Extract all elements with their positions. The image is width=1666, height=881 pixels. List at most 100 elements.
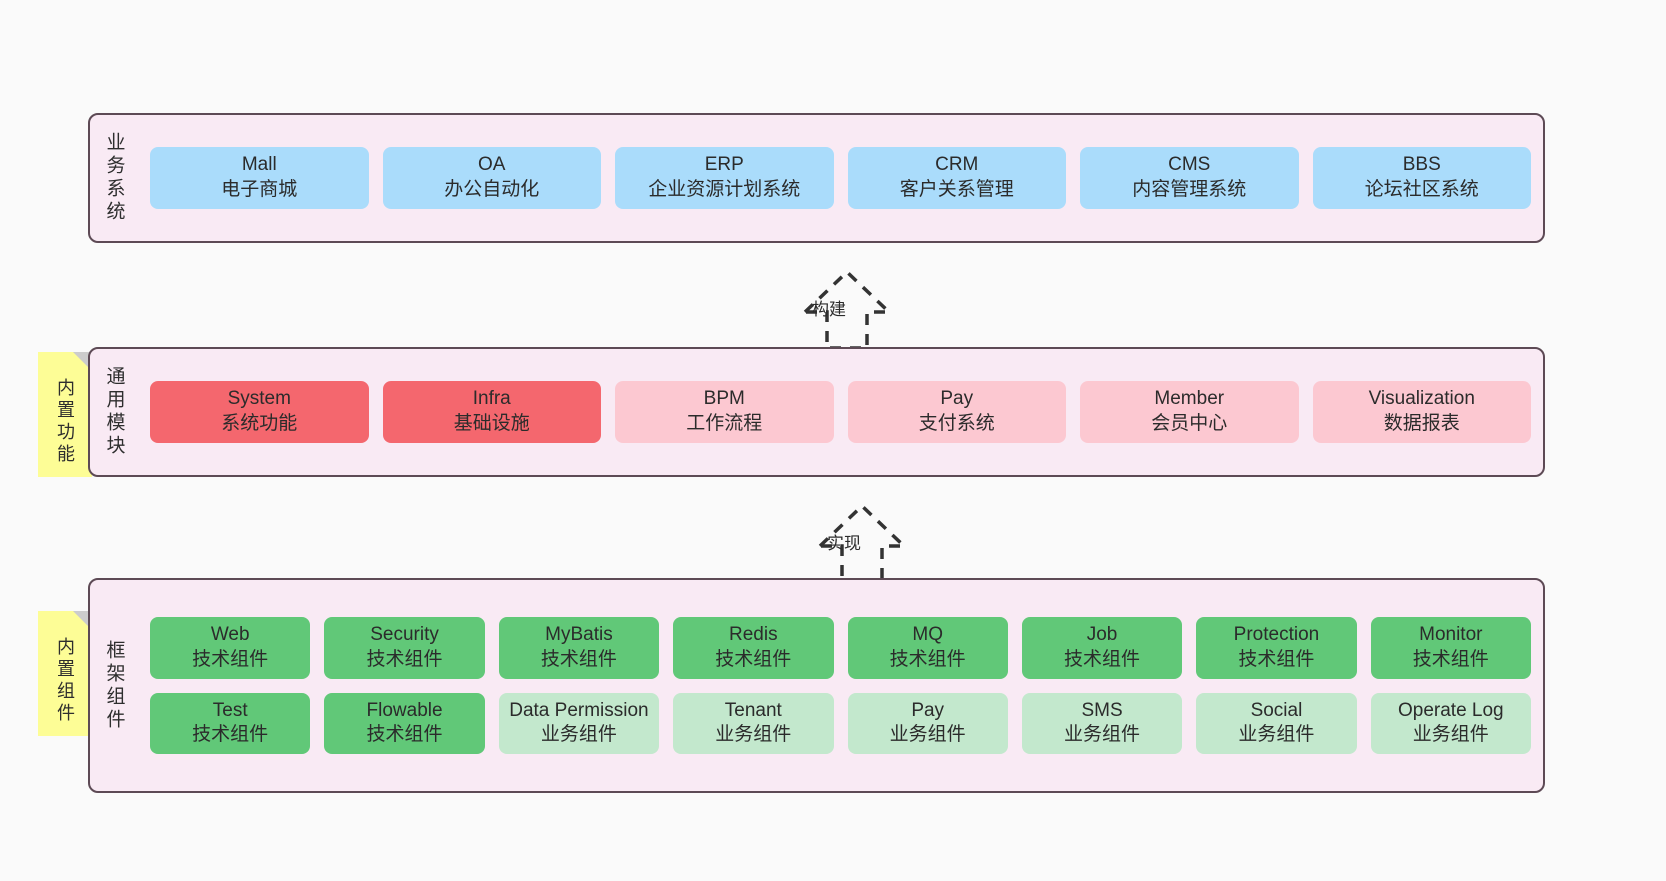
card-infra-cn: 基础设施: [453, 413, 530, 434]
card-tenant[interactable]: Tenant 业务组件: [673, 692, 834, 754]
card-job-cn: 技术组件: [1064, 648, 1141, 670]
layer-body-business-system: Mall 电子商城 OA 办公自动化 ERP 企业资源计划系统 CRM 客户关系…: [138, 115, 1543, 241]
note-builtin-component-label: 内置组件: [55, 636, 75, 725]
card-bpm-en: BPM: [703, 388, 745, 410]
card-test[interactable]: Test 技术组件: [150, 692, 311, 754]
card-member-cn: 会员中心: [1151, 413, 1228, 434]
card-erp[interactable]: ERP 企业资源计划系统: [615, 147, 834, 209]
card-protection-cn: 技术组件: [1238, 648, 1315, 670]
card-visualization-cn: 数据报表: [1383, 413, 1460, 434]
card-social[interactable]: Social 业务组件: [1196, 692, 1357, 754]
card-visualization[interactable]: Visualization 数据报表: [1312, 381, 1531, 443]
connector-implement-arrow: [815, 503, 909, 584]
card-web-en: Web: [210, 624, 250, 646]
card-mq-cn: 技术组件: [889, 648, 966, 670]
card-monitor[interactable]: Monitor 技术组件: [1370, 617, 1531, 679]
card-social-cn: 业务组件: [1238, 724, 1315, 746]
layer-body-framework-component: Web 技术组件 Security 技术组件 MyBatis 技术组件 Redi…: [138, 580, 1543, 791]
card-pay-component-cn: 业务组件: [889, 724, 966, 746]
card-protection[interactable]: Protection 技术组件: [1196, 617, 1357, 679]
card-member-en: Member: [1154, 388, 1225, 410]
card-sms[interactable]: SMS 业务组件: [1021, 692, 1183, 754]
card-web[interactable]: Web 技术组件: [150, 617, 311, 679]
card-cms-en: CMS: [1168, 154, 1211, 176]
connector-implement-label: 实现: [827, 534, 861, 553]
card-flowable[interactable]: Flowable 技术组件: [324, 692, 485, 754]
card-data-permission-cn: 业务组件: [540, 724, 617, 746]
card-monitor-cn: 技术组件: [1412, 648, 1489, 670]
card-system-cn: 系统功能: [221, 413, 298, 434]
card-oa-en: OA: [478, 154, 506, 176]
card-mq[interactable]: MQ 技术组件: [847, 617, 1008, 679]
card-bpm[interactable]: BPM 工作流程: [615, 381, 834, 443]
card-sms-cn: 业务组件: [1064, 724, 1141, 746]
card-web-cn: 技术组件: [192, 648, 269, 670]
card-pay-component[interactable]: Pay 业务组件: [847, 692, 1008, 754]
card-oa[interactable]: OA 办公自动化: [382, 147, 601, 209]
note-builtin-function: 内置功能: [38, 352, 92, 477]
card-data-permission-en: Data Permission: [509, 699, 649, 721]
card-mall[interactable]: Mall 电子商城: [150, 147, 369, 209]
card-pay-module-cn: 支付系统: [918, 413, 995, 434]
note-builtin-component: 内置组件: [38, 611, 92, 736]
card-system-en: System: [227, 388, 291, 410]
card-erp-en: ERP: [704, 154, 744, 176]
card-crm-en: CRM: [935, 154, 979, 176]
card-job[interactable]: Job 技术组件: [1021, 617, 1183, 679]
card-cms[interactable]: CMS 内容管理系统: [1080, 147, 1299, 209]
card-test-cn: 技术组件: [192, 724, 269, 746]
row-business-components: Test 技术组件 Flowable 技术组件 Data Permission …: [150, 692, 1531, 754]
card-operate-log[interactable]: Operate Log 业务组件: [1370, 692, 1531, 754]
layer-title-common-module: 通用模块: [103, 366, 125, 458]
layer-common-module: 通用模块 System 系统功能 Infra 基础设施 BPM 工作流程 Pay…: [88, 347, 1545, 477]
card-bbs[interactable]: BBS 论坛社区系统: [1312, 147, 1531, 209]
card-mall-en: Mall: [241, 154, 277, 176]
row-business-systems: Mall 电子商城 OA 办公自动化 ERP 企业资源计划系统 CRM 客户关系…: [150, 147, 1531, 209]
card-pay-module-en: Pay: [940, 388, 974, 410]
layer-body-common-module: System 系统功能 Infra 基础设施 BPM 工作流程 Pay 支付系统…: [138, 349, 1543, 475]
connector-build-label: 构建: [812, 300, 846, 319]
card-bbs-en: BBS: [1402, 154, 1441, 176]
row-common-modules: System 系统功能 Infra 基础设施 BPM 工作流程 Pay 支付系统…: [150, 381, 1531, 443]
card-system[interactable]: System 系统功能: [150, 381, 369, 443]
card-crm[interactable]: CRM 客户关系管理: [847, 147, 1066, 209]
card-security-cn: 技术组件: [366, 648, 443, 670]
card-protection-en: Protection: [1233, 624, 1320, 646]
card-test-en: Test: [212, 699, 248, 721]
card-operate-log-en: Operate Log: [1397, 699, 1504, 721]
card-erp-cn: 企业资源计划系统: [648, 179, 801, 200]
card-member[interactable]: Member 会员中心: [1080, 381, 1299, 443]
card-mybatis[interactable]: MyBatis 技术组件: [498, 617, 660, 679]
card-redis[interactable]: Redis 技术组件: [673, 617, 834, 679]
card-crm-cn: 客户关系管理: [899, 179, 1014, 200]
card-monitor-en: Monitor: [1419, 624, 1483, 646]
card-pay-module[interactable]: Pay 支付系统: [847, 381, 1066, 443]
card-mall-cn: 电子商城: [221, 179, 298, 200]
card-security-en: Security: [370, 624, 439, 646]
card-bbs-cn: 论坛社区系统: [1364, 179, 1479, 200]
connector-build-arrow: [800, 269, 894, 350]
layer-title-business-system: 业务系统: [103, 132, 125, 224]
card-flowable-cn: 技术组件: [366, 724, 443, 746]
card-infra-en: Infra: [472, 388, 511, 410]
card-tenant-en: Tenant: [724, 699, 782, 721]
card-sms-en: SMS: [1081, 699, 1123, 721]
card-mybatis-en: MyBatis: [545, 624, 613, 646]
card-pay-component-en: Pay: [911, 699, 945, 721]
card-oa-cn: 办公自动化: [444, 179, 540, 200]
layer-framework-component: 框架组件 Web 技术组件 Security 技术组件 MyBatis 技术组件…: [88, 578, 1545, 793]
card-operate-log-cn: 业务组件: [1412, 724, 1489, 746]
card-social-en: Social: [1250, 699, 1303, 721]
note-fold-icon-2: [73, 611, 92, 630]
card-data-permission[interactable]: Data Permission 业务组件: [498, 692, 660, 754]
card-redis-cn: 技术组件: [715, 648, 792, 670]
card-security[interactable]: Security 技术组件: [324, 617, 485, 679]
card-mybatis-cn: 技术组件: [540, 648, 617, 670]
card-visualization-en: Visualization: [1368, 388, 1475, 410]
note-fold-icon: [73, 352, 92, 371]
card-infra[interactable]: Infra 基础设施: [382, 381, 601, 443]
card-tenant-cn: 业务组件: [715, 724, 792, 746]
card-mq-en: MQ: [912, 624, 943, 646]
card-cms-cn: 内容管理系统: [1132, 179, 1247, 200]
